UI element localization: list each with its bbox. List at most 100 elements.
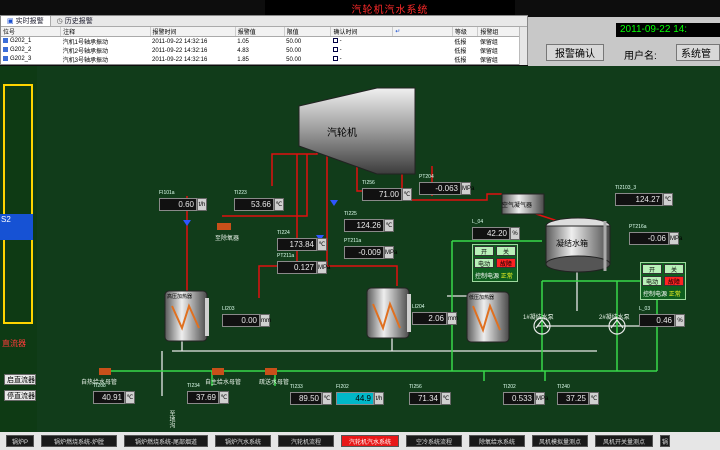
nav-fan-switch[interactable]: 风机开关量测点 [595,435,653,447]
reading-li203[interactable]: LI203 0.00 mm [222,306,271,327]
turbine-label: 汽轮机 [327,128,357,139]
reading-l03[interactable]: L_03 0.46 % [639,306,685,327]
nav-boiler-more[interactable]: 锅 [660,435,670,447]
start-dc-button[interactable]: 启直流器 [4,374,36,385]
feed-header-c-label: 疏送水母管 [259,380,290,386]
pump-2-icon [608,317,626,335]
nav-deaerator-feed[interactable]: 除氧给水系统 [469,435,525,447]
feedwater-pipes [107,240,658,386]
pump-2-label: 2#凝结水泵 [599,315,630,321]
reading-ti256b[interactable]: TI256 71.34 ℃ [409,384,451,405]
reading-ti233[interactable]: TI233 89.50 ℃ [290,384,332,405]
ack-checkbox[interactable] [332,47,338,53]
reading-ti240[interactable]: TI240 37.25 ℃ [557,384,599,405]
clock-icon: ◷ [56,18,63,25]
pump-1-electric-indicator: 电动 [474,258,494,268]
lp-heater-label: 低压加热器 [469,295,495,301]
reading-li204[interactable]: LI204 2.06 mm [412,304,458,325]
col-ack-arrow[interactable]: ↵ [392,27,453,37]
nav-air-cooling[interactable]: 空冷系统流程 [406,435,462,447]
pump-2-control: 开 关 电动 故障 控制电源 正常 [640,262,686,300]
alarm-row[interactable]: G202_1 汽机1号轴承振动 2011-09-22 14:32:16 1.05… [1,37,521,46]
steam-pipe-segment [326,154,398,286]
pipe-network [99,87,658,396]
alarm-table-header: 位号 注释 报警时间 报警值 限值 确认时间 ↵ 等级 报警组 [1,27,521,37]
alarm-row[interactable]: G202_3 汽机3号轴承振动 2011-09-22 14:32:16 1.85… [1,55,521,64]
col-level[interactable]: 等级 [452,27,479,37]
reading-ti223[interactable]: TI223 53.66 ℃ [234,190,284,211]
reading-ti208[interactable]: TI208 40.91 ℃ [93,383,135,404]
condensate-tank-label: 凝结水箱 [556,239,588,248]
pump-1-fault-indicator: 故障 [496,258,516,268]
to-trench-label: 至地沟 [168,410,174,428]
ack-checkbox[interactable] [332,56,338,62]
nav-fan-analog[interactable]: 风机模拟量测点 [532,435,588,447]
blue-block: S2 [0,214,33,240]
pump-2-open-button[interactable]: 开 [642,264,662,274]
col-note[interactable]: 注释 [60,27,151,37]
reading-l04[interactable]: L_04 42.20 % [472,219,520,240]
valve-icon [217,223,231,230]
nav-boiler-furnace[interactable]: 锅炉燃烧系统-炉膛 [41,435,117,447]
alarm-row-icon [3,47,8,53]
alarm-bell-icon: ▣ [7,18,14,25]
pump-1-open-button[interactable]: 开 [474,246,494,256]
pump-1-icon [535,319,549,329]
alarm-row[interactable]: G202_2 汽机2号轴承振动 2011-09-22 14:32:16 4.83… [1,46,521,55]
steam-pipe-segment [258,154,298,298]
reading-fi101a[interactable]: FI101a 0.60 t/h [159,190,207,211]
condensate-tank-icon [545,217,611,273]
reading-ti202[interactable]: TI202 0.533 MPa [503,384,549,405]
steam-pipe-segment [222,154,308,217]
reading-pt216a[interactable]: PT216a -0.06 MPa [629,224,683,245]
pump-1-close-button[interactable]: 关 [496,246,516,256]
nav-turbine-process[interactable]: 汽轮机流程 [278,435,334,447]
col-time[interactable]: 报警时间 [150,27,236,37]
pump-1-power-status: 控制电源 正常 [475,274,513,280]
col-group[interactable]: 报警组 [477,27,521,37]
reading-fi202[interactable]: FI202 44.9 t/h [336,384,384,405]
nav-turbine-steam-water[interactable]: 汽轮机汽水系统 [341,435,399,447]
reading-pt211a-1[interactable]: PT211a -0.009 MPa [344,238,398,259]
stop-dc-button[interactable]: 停直流器 [4,390,36,401]
pump-icons [533,317,626,335]
username-field[interactable]: 系统管 [676,44,720,61]
reading-pt204[interactable]: PT204 -0.063 MPa [419,174,475,195]
nav-boiler-tail-flue[interactable]: 锅炉燃烧系统-尾部烟道 [124,435,208,447]
ack-checkbox[interactable] [332,38,338,44]
reading-ti2103[interactable]: TI2103_3 124.27 ℃ [615,185,673,206]
reading-ti225[interactable]: TI225 124.26 ℃ [344,211,394,232]
nav-boiler-p[interactable]: 锅炉P [6,435,34,447]
alarm-confirm-button[interactable]: 报警确认 [546,44,604,61]
pump-2-icon [610,319,624,329]
hp-heater-1-icon [164,290,209,342]
reading-pt211a-2[interactable]: PT211a 0.127 MPa [277,253,331,274]
turbine-icon [298,87,416,175]
reading-ti224[interactable]: TI224 173.84 ℃ [277,230,327,251]
tab-realtime-alarm[interactable]: ▣ 实时报警 [1,16,51,26]
alarm-tabs: ▣ 实时报警 ◷ 历史报警 [1,16,527,27]
valve-icon [265,368,277,375]
pump-1-control: 开 关 电动 故障 控制电源 正常 [472,244,518,282]
col-ack-time[interactable]: 确认时间 [330,27,394,37]
col-value[interactable]: 报警值 [235,27,285,37]
reading-ti234[interactable]: TI234 37.69 ℃ [187,383,229,404]
col-limit[interactable]: 限值 [284,27,332,37]
reading-ti256a[interactable]: TI256 71.00 ℃ [362,180,412,201]
yellow-frame [3,84,33,324]
alarm-scrollbar[interactable] [519,27,527,65]
condensate-pipes [161,266,657,396]
feed-header-a-label: 自热给水母管 [81,380,118,386]
pump-2-electric-indicator: 电动 [642,276,662,286]
tab-history-alarm[interactable]: ◷ 历史报警 [56,18,93,25]
flow-arrow-icon [183,220,191,226]
nav-boiler-steam-water[interactable]: 锅炉汽水系统 [215,435,271,447]
pump-2-close-button[interactable]: 关 [664,264,684,274]
to-deaerator-label: 至除氧器 [215,236,240,242]
left-background-panel: S2 直流器 启直流器 停直流器 [0,66,37,432]
lp-heater-3-icon [466,291,510,343]
lp-heater-2-icon [366,287,411,339]
col-tag[interactable]: 位号 [1,27,62,37]
pump-2-power-status: 控制电源 正常 [643,292,681,298]
